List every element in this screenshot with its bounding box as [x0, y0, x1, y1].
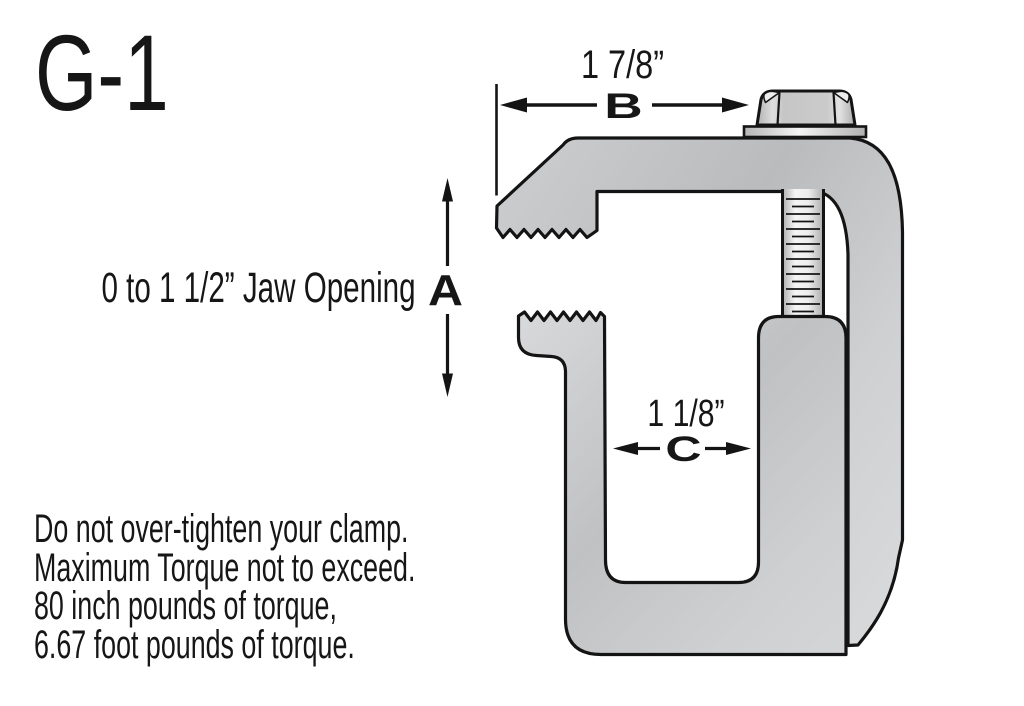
- dimension-c-arrow: [613, 442, 751, 455]
- dimension-c-letter: C: [665, 429, 702, 469]
- dimension-b-letter: B: [604, 87, 643, 126]
- jaw-opening-note: 0 to 1 1/2” Jaw Opening: [101, 264, 416, 312]
- warning-line-2: Maximum Torque not to exceed.: [33, 545, 416, 590]
- warning-line-1: Do not over-tighten your clamp.: [33, 507, 409, 551]
- warning-text: Do not over-tighten your clamp. Maximum …: [33, 507, 416, 668]
- hex-bolt-head: [755, 89, 857, 127]
- dimension-c-value: 1 1/8”: [647, 392, 725, 435]
- dimension-a-arrow: [442, 178, 453, 397]
- washer: [742, 125, 868, 139]
- bolt-shaft: [781, 189, 825, 319]
- dimension-b-arrow: [495, 84, 749, 196]
- dimension-b-value: 1 7/8”: [580, 43, 665, 88]
- warning-line-3: 80 inch pounds of torque,: [33, 584, 337, 629]
- dimension-a-letter: A: [428, 265, 463, 315]
- page-title: G-1: [35, 12, 169, 133]
- warning-line-4: 6.67 foot pounds of torque.: [33, 623, 355, 668]
- lower-jaw: [516, 310, 848, 657]
